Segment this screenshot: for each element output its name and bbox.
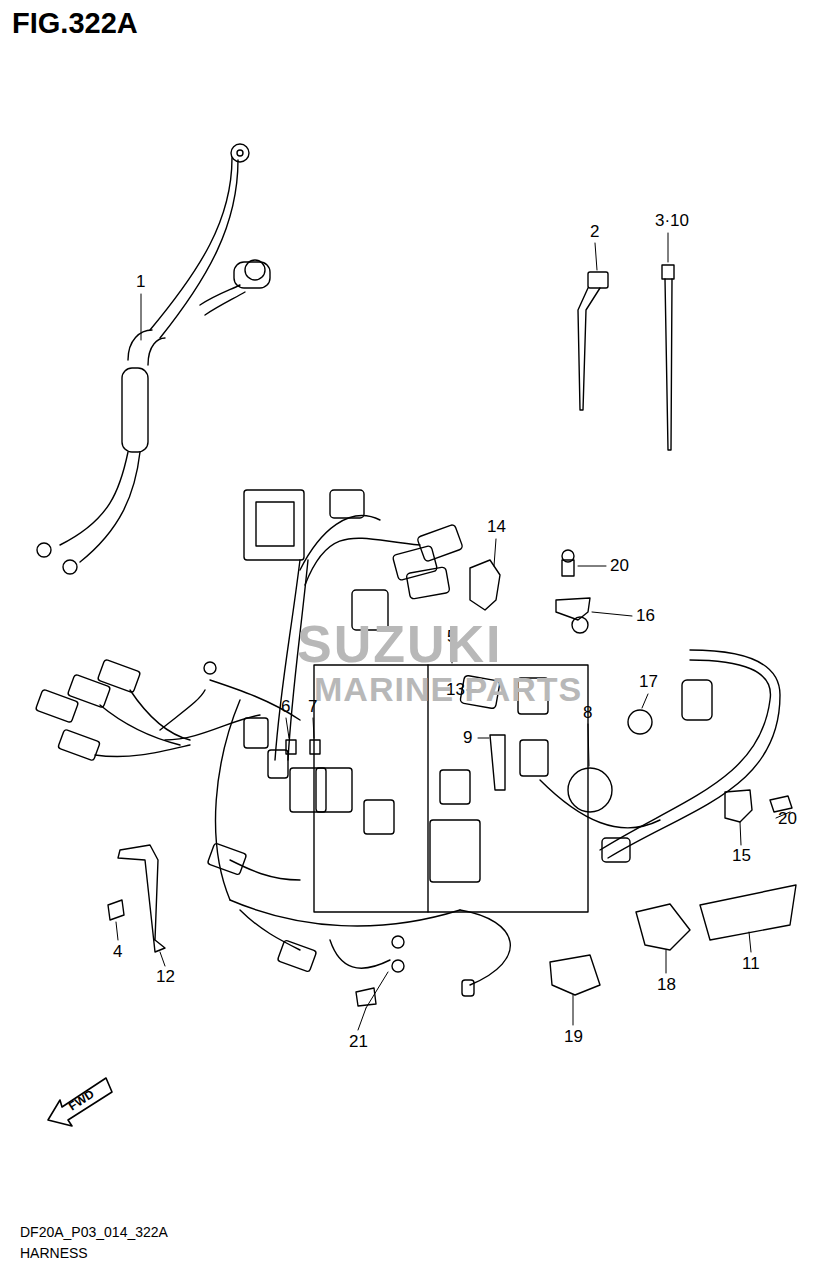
callout-number: 18 — [657, 976, 676, 995]
callout-number: 8 — [583, 704, 592, 723]
direction-label: FWD — [67, 1088, 97, 1114]
main-harness — [35, 490, 510, 996]
callout-number: 20 — [610, 557, 629, 576]
callout-number: 14 — [487, 518, 506, 537]
callout-number: 9 — [463, 729, 472, 748]
callout-number: 3·10 — [655, 212, 689, 231]
figure-caption: HARNESS — [20, 1246, 88, 1261]
figure-title: FIG.322A — [12, 8, 138, 40]
callout-number: 19 — [564, 1028, 583, 1047]
callout-number: 11 — [742, 955, 760, 974]
callout-number: 12 — [156, 968, 175, 987]
cable-tie — [578, 265, 674, 450]
callout-number: 17 — [639, 673, 658, 692]
junction-box — [286, 665, 588, 912]
brackets-and-bolts — [108, 550, 796, 1006]
callout-number: 16 — [636, 607, 655, 626]
leader-line — [116, 233, 790, 1030]
callout-number: 15 — [732, 847, 751, 866]
callout-number: 2 — [590, 223, 599, 242]
battery-cable — [37, 144, 270, 574]
figure-code: DF20A_P03_014_322A — [20, 1225, 168, 1240]
callout-number: 7 — [308, 698, 317, 717]
watermark: MARINE PARTS — [314, 671, 582, 708]
callout-number: 21 — [349, 1033, 368, 1052]
watermark: SUZUKI — [297, 616, 503, 673]
lower-leads — [207, 843, 404, 972]
callout-number: 1 — [136, 273, 145, 292]
callout-number: 20 — [778, 810, 797, 829]
fwd-arrow — [48, 1078, 112, 1126]
callout-number: 6 — [281, 698, 290, 717]
callout-number: 4 — [113, 943, 122, 962]
